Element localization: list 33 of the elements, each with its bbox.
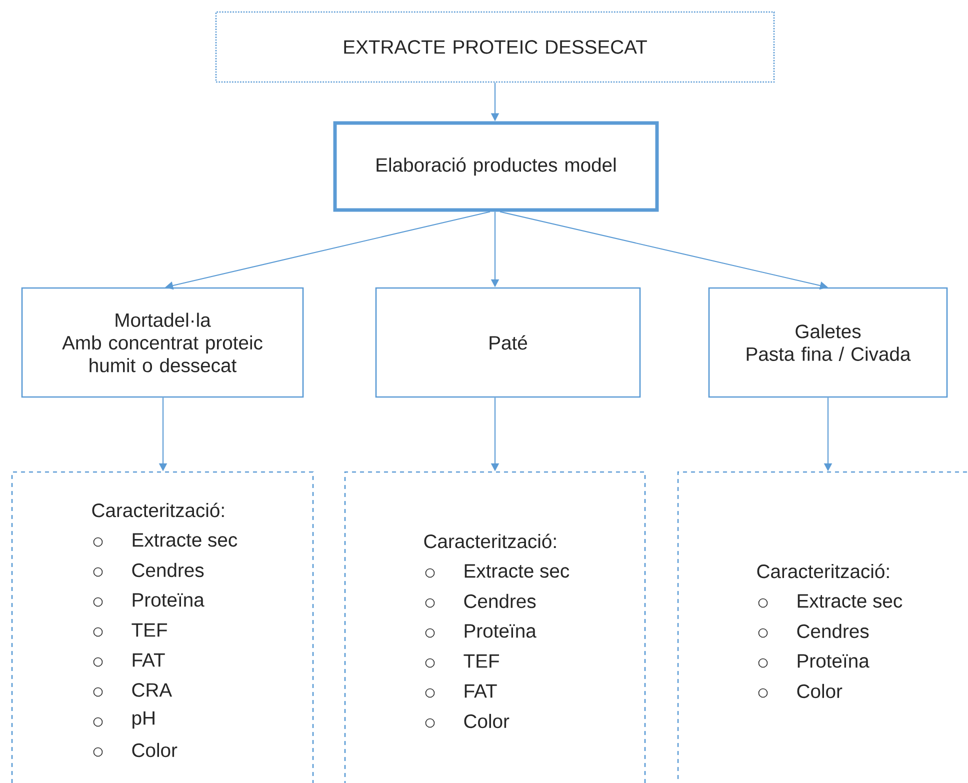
- list-item: TEF: [132, 623, 168, 637]
- list-item: FAT: [464, 684, 497, 698]
- list-item: Proteïna: [464, 624, 536, 638]
- list-item: Proteïna: [132, 593, 204, 607]
- list-box: [344, 471, 646, 783]
- list-item: Extracte sec: [464, 564, 570, 578]
- list-item: CRA: [132, 683, 172, 697]
- title-box: [215, 11, 775, 83]
- node-text: Paté: [490, 335, 528, 350]
- list-heading: Caracterització:: [757, 564, 889, 578]
- list-item: FAT: [132, 653, 165, 667]
- process-box: [333, 121, 659, 212]
- list-item: Cendres: [132, 562, 204, 578]
- node-text: Mortadel·la Amb concentrat proteic humit o dessecat: [62, 312, 262, 372]
- list-item: Extracte sec: [132, 533, 238, 547]
- list-item: Color: [797, 684, 842, 698]
- product-box: [375, 287, 641, 398]
- node-text: Elaboració productes model: [376, 157, 616, 176]
- list-heading: Caracterització:: [92, 502, 224, 518]
- list-item: pH: [132, 711, 154, 729]
- product-box: [21, 287, 304, 398]
- list-item: TEF: [464, 654, 500, 668]
- list-item: Extracte sec: [798, 594, 902, 608]
- list-item: Cendres: [797, 624, 869, 638]
- list-item: Proteïna: [798, 654, 870, 668]
- product-box: [708, 287, 948, 398]
- list-item: Cendres: [464, 594, 536, 608]
- list-heading: Caracterització:: [424, 534, 556, 548]
- node-text: EXTRACTE PROTEIC DESSECAT: [344, 40, 647, 54]
- list-item: Color: [464, 714, 510, 728]
- list-item: Color: [132, 742, 178, 758]
- list-box: [11, 471, 314, 783]
- node-text: Galetes Pasta fina / Civada: [746, 324, 911, 361]
